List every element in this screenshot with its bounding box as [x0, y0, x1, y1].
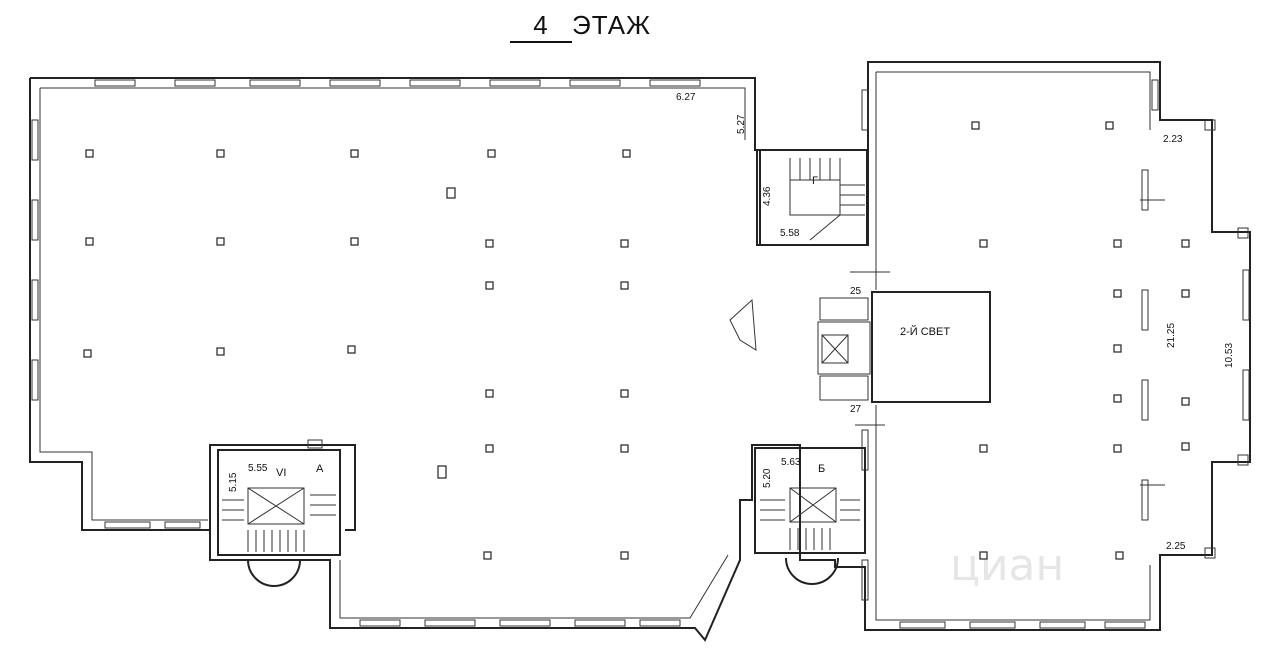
- window-marks: [31, 79, 1250, 629]
- left-hall-lower-left-wall: [29, 78, 210, 531]
- structural-columns: [83, 121, 1190, 560]
- small-27-label: 27: [850, 404, 862, 415]
- stair-b: [754, 447, 866, 585]
- stair-a: [217, 439, 341, 587]
- floor-word: ЭТАЖ: [572, 10, 652, 40]
- dim-4-36: 4.36: [762, 186, 773, 206]
- stair-g-label: Г: [812, 175, 818, 187]
- dim-5-20: 5.20: [762, 468, 773, 488]
- dim-5-15: 5.15: [228, 472, 239, 492]
- wall-fragments: [729, 199, 1165, 486]
- elevator-core: [817, 291, 991, 403]
- small-25-label: 25: [850, 286, 862, 297]
- floor-number: 4: [510, 10, 572, 43]
- dim-10-53: 10.53: [1224, 343, 1235, 368]
- double-height-label: 2-Й СВЕТ: [900, 325, 950, 338]
- dim-2-25: 2.25: [1166, 541, 1186, 552]
- stair-b-label: Б: [818, 463, 825, 475]
- dim-21-25: 21.25: [1166, 323, 1177, 348]
- stair-a-label: А: [316, 463, 324, 475]
- stair-g: [756, 149, 868, 246]
- dim-5-58: 5.58: [780, 228, 800, 239]
- dim-6-27: 6.27: [676, 92, 696, 103]
- right-hall-inner-wall: [875, 71, 1151, 621]
- dim-2-23: 2.23: [1163, 134, 1183, 145]
- dim-5-63: 5.63: [781, 457, 801, 468]
- left-hall-inner-wall: [39, 87, 746, 521]
- stair-a-roman-label: VI: [276, 467, 286, 479]
- dim-5-27: 5.27: [736, 114, 747, 134]
- dim-5-55: 5.55: [248, 463, 268, 474]
- lower-hall-inner-wall: [339, 554, 729, 619]
- watermark-text: циан: [950, 540, 1064, 591]
- left-hall-outer-wall: [30, 61, 1251, 642]
